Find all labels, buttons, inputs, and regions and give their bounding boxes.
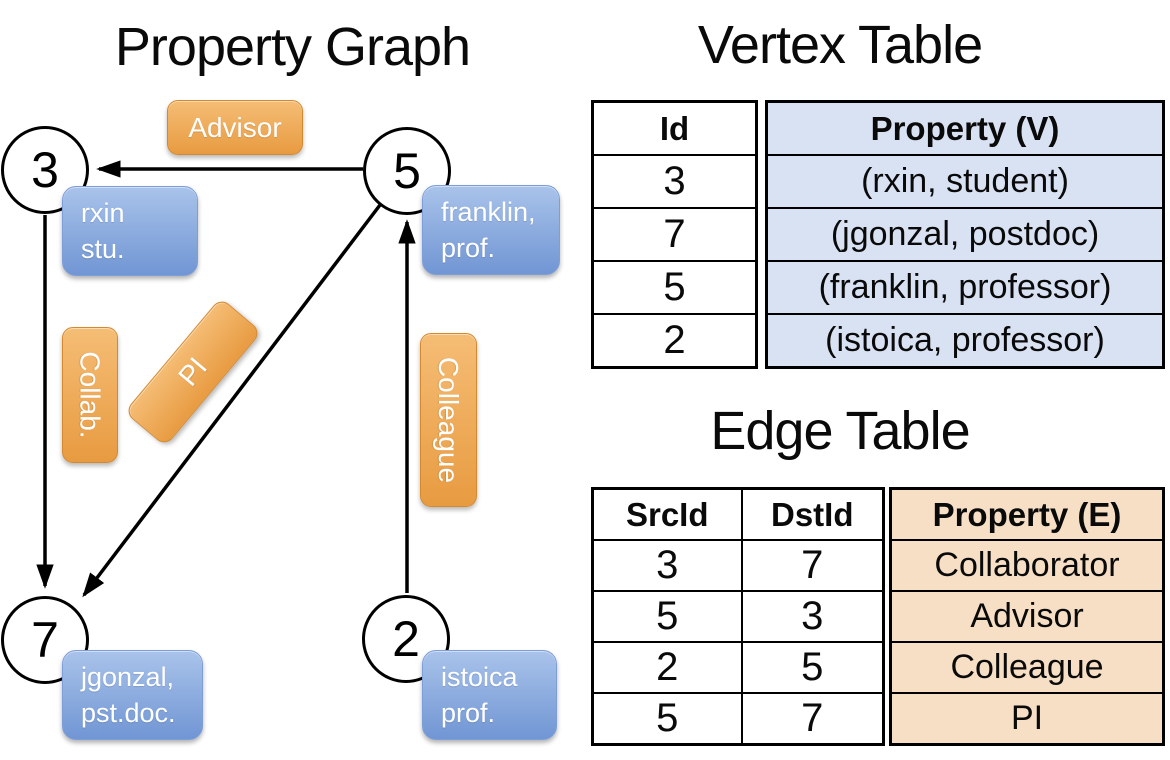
vertex-property-line: istoica: [441, 662, 518, 692]
vertex-property-line: stu.: [81, 234, 125, 264]
vertex-table-id-header: Id: [591, 100, 758, 156]
table-row: Advisor: [889, 590, 1165, 643]
table-cell: 3: [591, 154, 758, 209]
graph-edges-canvas: [36, 160, 416, 598]
table-row: 5 7: [591, 692, 885, 746]
table-row: 5: [591, 260, 758, 315]
edge-label-advisor: Advisor: [167, 100, 303, 155]
table-cell: 7: [591, 207, 758, 262]
edge-label-collab: Collab.: [62, 327, 118, 463]
vertex-table-id-column: Id 3 7 5 2: [591, 100, 758, 369]
edge-label-text: Collab.: [75, 351, 107, 439]
graph-title: Property Graph: [114, 17, 471, 77]
edge-arrow-pi-5-to-7: [82, 203, 382, 598]
table-row: 5 3: [591, 590, 885, 643]
vertex-id-label: 2: [392, 611, 420, 667]
edge-table-id-columns: SrcId DstId 3 7 5 3 2 5 5 7: [591, 487, 885, 746]
table-header-row: SrcId DstId: [591, 487, 885, 541]
edge-table-srcid-header: SrcId: [591, 487, 743, 541]
table-row: 3 7: [591, 539, 885, 592]
table-header-row: Property (E): [889, 487, 1165, 541]
vertex-property-line: prof.: [441, 233, 496, 263]
edge-table-title: Edge Table: [710, 401, 970, 461]
vertex-property-line: jgonzal,: [81, 662, 175, 692]
table-cell: 5: [591, 590, 743, 643]
edge-table-property-header: Property (E): [889, 487, 1165, 541]
table-header-row: Property (V): [765, 100, 1165, 156]
vertex-id-label: 5: [393, 143, 421, 199]
table-row: Collaborator: [889, 539, 1165, 592]
table-cell: 3: [591, 539, 743, 592]
table-row: 3: [591, 154, 758, 209]
vertex-property-box-rxin: rxin stu.: [62, 186, 198, 276]
table-cell: 5: [591, 260, 758, 315]
table-row: 7: [591, 207, 758, 262]
table-row: (franklin, professor): [765, 260, 1165, 315]
table-cell: Collaborator: [889, 539, 1165, 592]
edge-label-text: PI: [172, 351, 213, 392]
edge-label-text: Colleague: [433, 356, 465, 484]
table-cell: 5: [740, 641, 885, 694]
table-cell: 2: [591, 313, 758, 369]
vertex-property-box-istoica: istoica prof.: [422, 650, 557, 740]
vertex-table-title: Vertex Table: [697, 15, 983, 75]
vertex-property-box-jgonzal: jgonzal, pst.doc.: [62, 650, 203, 740]
vertex-property-line: franklin,: [441, 197, 536, 227]
table-cell: (franklin, professor): [765, 260, 1165, 315]
vertex-property-line: rxin: [81, 198, 125, 228]
table-row: 2 5: [591, 641, 885, 694]
vertex-table-property-header: Property (V): [765, 100, 1165, 156]
table-cell: 7: [740, 539, 885, 592]
table-cell: Colleague: [889, 641, 1165, 694]
table-cell: (istoica, professor): [765, 313, 1165, 369]
edge-label-colleague: Colleague: [420, 333, 477, 507]
table-cell: 2: [591, 641, 743, 694]
vertex-id-label: 7: [31, 612, 59, 668]
vertex-circle-5: 5: [363, 127, 451, 215]
table-cell: 5: [591, 692, 743, 746]
table-row: (jgonzal, postdoc): [765, 207, 1165, 262]
table-cell: 7: [740, 692, 885, 746]
table-row: (istoica, professor): [765, 313, 1165, 369]
table-cell: 3: [740, 590, 885, 643]
table-cell: PI: [889, 692, 1165, 746]
vertex-property-box-franklin: franklin, prof.: [422, 185, 560, 275]
table-cell: (jgonzal, postdoc): [765, 207, 1165, 262]
edge-label-text: Advisor: [188, 111, 282, 143]
edge-table-dstid-header: DstId: [740, 487, 885, 541]
table-row: PI: [889, 692, 1165, 746]
vertex-property-line: pst.doc.: [81, 698, 176, 728]
edge-table-property-column: Property (E) Collaborator Advisor Collea…: [889, 487, 1165, 746]
table-row: (rxin, student): [765, 154, 1165, 209]
table-header-row: Id: [591, 100, 758, 156]
vertex-id-label: 3: [31, 142, 59, 198]
table-cell: Advisor: [889, 590, 1165, 643]
vertex-circle-2: 2: [362, 595, 450, 683]
table-row: Colleague: [889, 641, 1165, 694]
table-cell: (rxin, student): [765, 154, 1165, 209]
table-row: 2: [591, 313, 758, 369]
vertex-property-line: prof.: [441, 698, 496, 728]
vertex-table-property-column: Property (V) (rxin, student) (jgonzal, p…: [765, 100, 1165, 369]
